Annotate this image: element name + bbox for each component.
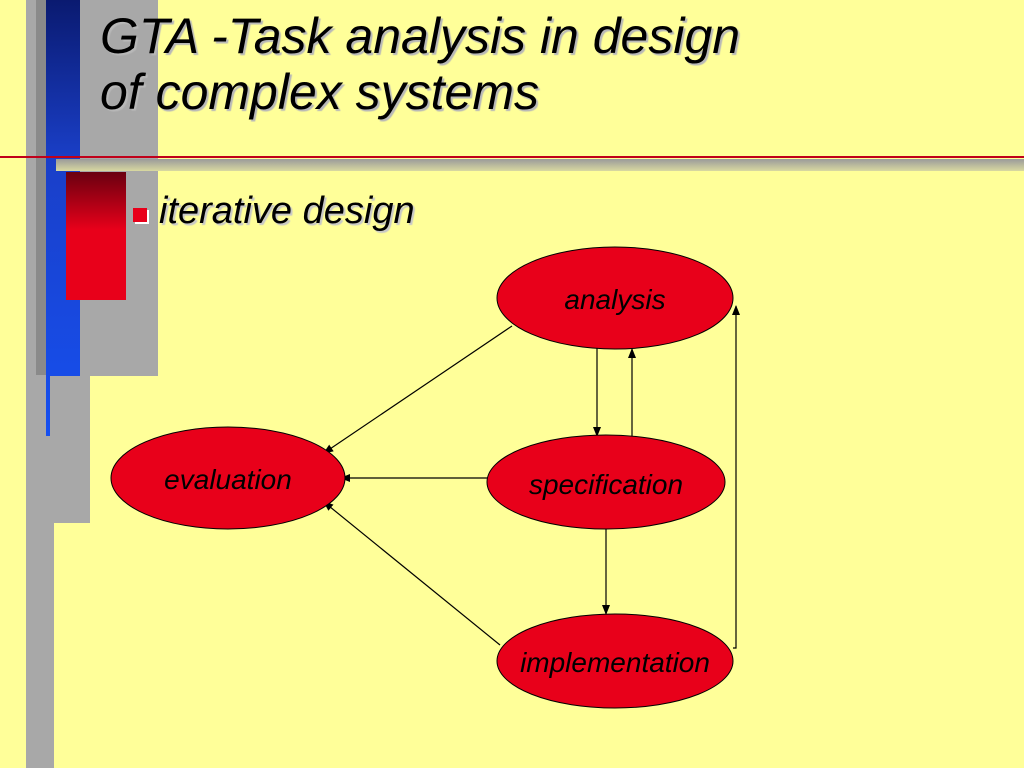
node-implementation: implementation [496, 613, 734, 709]
node-analysis-shape [496, 246, 734, 350]
slide-title-line-2: of complex systems [100, 64, 540, 120]
node-specification-label: specification [529, 469, 683, 500]
edge-implementation-to-evaluation [323, 501, 501, 646]
node-analysis: analysis [496, 246, 734, 350]
edge-analysis-to-evaluation [323, 325, 513, 454]
node-specification: specification [486, 434, 726, 530]
edge-implementation-to-analysis [732, 305, 740, 649]
node-evaluation-shape [110, 426, 346, 530]
bullet-square-icon [133, 207, 147, 222]
node-implementation-shape [496, 613, 734, 709]
node-specification-shape [486, 434, 726, 530]
node-evaluation: evaluation [110, 426, 346, 530]
title-rule [0, 156, 1024, 158]
bullet-text: iterative design [159, 190, 415, 232]
bullet-item: iterative design [133, 190, 415, 233]
slide-title-line-1: GTA -Task analysis in design [100, 8, 741, 64]
title-rule-shadow [56, 159, 1024, 171]
node-evaluation-label: evaluation [164, 464, 292, 495]
node-implementation-label: implementation [520, 647, 710, 678]
decor-bar-red [66, 172, 126, 300]
slide-title: GTA -Task analysis in design of complex … [100, 8, 1000, 120]
diagram-edges [323, 305, 740, 649]
decor-bar-gray-dark [36, 0, 46, 375]
node-analysis-label: analysis [564, 284, 665, 315]
decor-bar-gray-lower [50, 376, 90, 523]
decor-bar-navy [46, 0, 80, 160]
